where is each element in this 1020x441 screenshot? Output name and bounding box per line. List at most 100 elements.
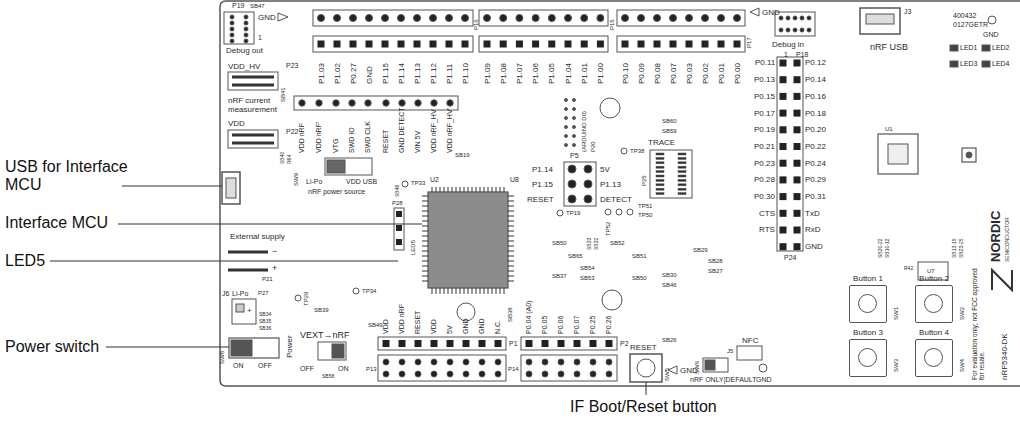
chip-pin (508, 241, 514, 242)
silkscreen-label: P1.11 (445, 64, 454, 84)
header-pad (244, 27, 248, 31)
board-graphics (50, 1, 1020, 395)
silkscreen-label: RESET (382, 130, 390, 153)
silkscreen-label: P0.24 (805, 159, 826, 168)
header-pad (670, 15, 677, 22)
antenna-pin (966, 152, 972, 158)
arduino-pad (573, 135, 576, 138)
silkscreen-label: VDD (228, 119, 245, 128)
chip-pin (496, 288, 497, 294)
jumper-header (228, 130, 278, 148)
switch-cap (915, 339, 953, 377)
header-pad (702, 15, 709, 22)
silkscreen-label: GND (805, 242, 823, 251)
trace-pin (678, 175, 686, 177)
silkscreen-label: SB19 (455, 152, 470, 159)
chip-pin (504, 187, 505, 192)
chip-pin (480, 187, 481, 192)
header-pin (565, 41, 572, 48)
header-pad (786, 16, 790, 20)
silkscreen-label: SB37 (552, 273, 567, 280)
header-pad (622, 15, 629, 22)
silkscreen-label: P0.20 (805, 125, 826, 134)
chip-pin (440, 187, 441, 192)
silkscreen-label: VDD nRF_HV (430, 109, 438, 153)
silkscreen-label: P23 (286, 62, 298, 70)
arrow-symbol (750, 8, 759, 16)
silkscreen-label: TP29 (303, 292, 310, 306)
header-pin (794, 93, 801, 100)
silkscreen-label: P0.03 (685, 63, 694, 84)
header-pad (479, 359, 485, 365)
silkscreen-label: SB46 (395, 185, 401, 197)
header-pin (430, 41, 437, 48)
silkscreen-label: SB28 (708, 258, 723, 265)
silkscreen-label: P0.31 (805, 192, 826, 201)
silkscreen-label: P0.17 (754, 109, 775, 118)
chip-pin (508, 201, 514, 202)
header-pad (734, 15, 741, 22)
silkscreen-label: P0.06 (557, 316, 565, 334)
chip-pin (508, 211, 514, 212)
leader-line (646, 382, 647, 395)
nfc-connector (737, 346, 762, 360)
silkscreen-label: LED4 (992, 60, 1010, 68)
silkscreen-label: GND (462, 318, 470, 334)
header-pin (446, 41, 453, 48)
chip-pin (508, 271, 514, 272)
chip-pin (422, 281, 428, 282)
header-pin (500, 41, 507, 48)
header-pad (447, 100, 453, 106)
chip-pin (484, 187, 485, 192)
callout-label: Interface MCU (5, 214, 108, 232)
chip-pin (460, 187, 461, 192)
switch-cap (849, 339, 887, 377)
silkscreen-label: U8 (510, 176, 519, 184)
callout-label: Power switch (5, 338, 99, 356)
silkscreen-label: P1.14 (532, 165, 553, 174)
button-plunger (637, 359, 655, 377)
chip-pin (452, 187, 453, 192)
silkscreen-label: VDD USB (346, 178, 377, 186)
trace-pin (678, 179, 686, 181)
header-pin (574, 340, 581, 347)
silkscreen-label: SB35 (259, 319, 271, 325)
silkscreen-label: P0.05 (541, 316, 549, 334)
header-pin (334, 41, 341, 48)
header-pad (500, 15, 507, 22)
chip-pin (444, 288, 445, 294)
chip-pin (452, 288, 453, 294)
silkscreen-label: SB51 (632, 253, 647, 260)
logo (992, 270, 1012, 290)
header-pad (463, 359, 469, 365)
silkscreen-label: SB59 (662, 128, 677, 135)
header-pin (780, 143, 787, 150)
silkscreen-label: P0.00 (733, 63, 742, 84)
chip-pin (508, 256, 514, 257)
led (982, 61, 990, 67)
trace-pin (656, 166, 664, 168)
silkscreen-label: P0.23 (754, 159, 775, 168)
header-pad (349, 100, 355, 106)
silkscreen-label: SB39 (314, 307, 329, 314)
silkscreen-label: GND (258, 13, 276, 22)
header-pad (230, 21, 234, 25)
silkscreen-label: GND (762, 8, 780, 17)
chip-pin (422, 256, 428, 257)
silkscreen-label: P0.14 (805, 75, 826, 84)
chip-pin (436, 187, 437, 192)
silkscreen-label: TP34 (362, 288, 376, 295)
header-pin (532, 41, 539, 48)
arduino-pad (573, 117, 576, 120)
silkscreen-label: P1.12 (429, 63, 438, 84)
header-pad (526, 359, 532, 365)
silkscreen-label: SW8 (219, 351, 226, 364)
silkscreen-label: P13 (366, 366, 377, 373)
header-pin (548, 41, 555, 48)
silkscreen-label: nRF power source (308, 188, 365, 196)
arduino-pad (565, 117, 568, 120)
button-label: Button 4 (909, 328, 959, 337)
chip-pin (508, 281, 514, 282)
silkscreen-label: SB34 (259, 312, 271, 318)
silkscreen-label: SB46 (662, 282, 677, 289)
